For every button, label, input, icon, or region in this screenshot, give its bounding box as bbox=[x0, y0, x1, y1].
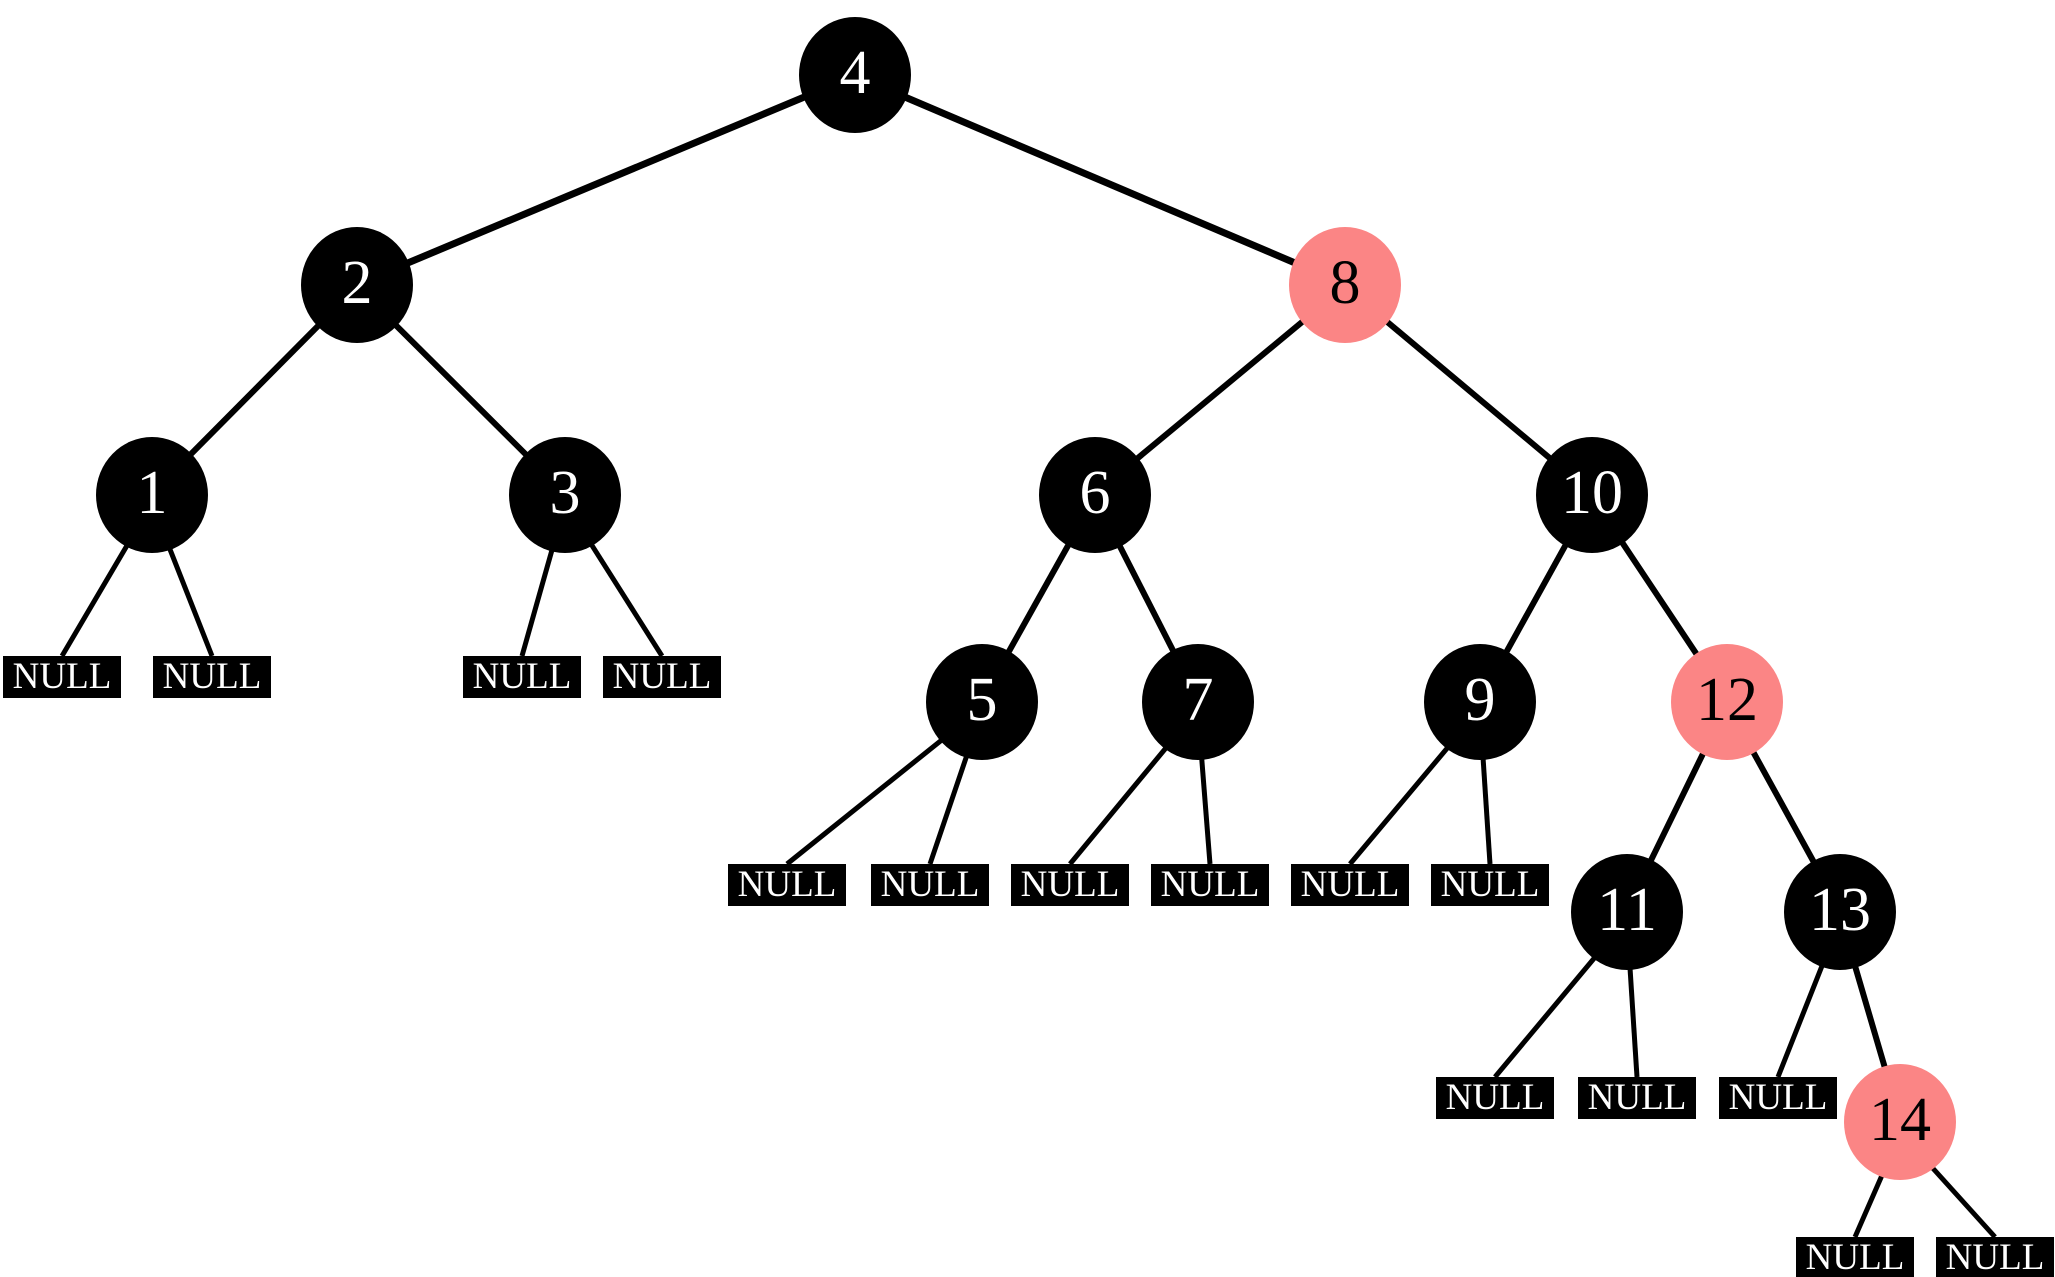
tree-node-label: 11 bbox=[1597, 876, 1657, 944]
tree-node-label: 4 bbox=[839, 39, 871, 107]
tree-node-label: 9 bbox=[1464, 666, 1496, 734]
tree-edge-n3-x3 bbox=[519, 540, 557, 657]
nil-leaf-label: NULL bbox=[1445, 1076, 1545, 1118]
nil-leaf: NULL bbox=[153, 656, 271, 698]
tree-edge-n3-x4 bbox=[584, 535, 665, 658]
tree-node-label: 3 bbox=[549, 459, 581, 527]
nil-leaf: NULL bbox=[1796, 1237, 1914, 1277]
tree-edge-n4-n2 bbox=[397, 90, 815, 270]
tree-node-label: 6 bbox=[1079, 459, 1111, 527]
nil-leaf-label: NULL bbox=[162, 655, 262, 697]
tree-edge-n6-n5 bbox=[1001, 535, 1076, 662]
nil-leaf-label: NULL bbox=[1728, 1076, 1828, 1118]
nil-leaf: NULL bbox=[1719, 1077, 1837, 1119]
tree-edge-n8-n10 bbox=[1378, 313, 1559, 467]
nil-leaf-label: NULL bbox=[1160, 863, 1260, 905]
tree-edge-n4-n8 bbox=[895, 90, 1305, 270]
tree-node-7[interactable]: 7 bbox=[1142, 644, 1254, 760]
nil-leaf-label: NULL bbox=[1587, 1076, 1687, 1118]
tree-node-label: 14 bbox=[1869, 1086, 1931, 1154]
tree-edge-n5-x6 bbox=[927, 746, 972, 865]
tree-edge-n5-x5 bbox=[785, 732, 951, 866]
tree-edge-n1-x2 bbox=[164, 539, 215, 657]
nil-leaf-label: NULL bbox=[1805, 1236, 1905, 1277]
tree-node-2[interactable]: 2 bbox=[301, 227, 413, 343]
nil-leaf-label: NULL bbox=[1020, 863, 1120, 905]
nil-leaf-label: NULL bbox=[737, 863, 837, 905]
tree-node-3[interactable]: 3 bbox=[509, 437, 621, 553]
nil-leaf-label: NULL bbox=[1440, 863, 1540, 905]
tree-node-label: 5 bbox=[966, 666, 998, 734]
tree-edge-n14-x15 bbox=[1924, 1159, 1997, 1239]
tree-node-12[interactable]: 12 bbox=[1671, 644, 1783, 760]
tree-edge-n7-x7 bbox=[1068, 739, 1174, 866]
tree-node-1[interactable]: 1 bbox=[96, 437, 208, 553]
tree-edge-n11-x12 bbox=[1626, 959, 1640, 1078]
tree-node-8[interactable]: 8 bbox=[1289, 227, 1401, 343]
tree-node-label: 13 bbox=[1809, 876, 1871, 944]
nil-leaf: NULL bbox=[728, 864, 846, 906]
tree-edge-n8-n6 bbox=[1128, 313, 1312, 467]
nil-leaf: NULL bbox=[1936, 1237, 2054, 1277]
tree-node-6[interactable]: 6 bbox=[1039, 437, 1151, 553]
tree-node-10[interactable]: 10 bbox=[1536, 437, 1648, 553]
nil-leaf-label: NULL bbox=[612, 655, 712, 697]
tree-node-label: 7 bbox=[1182, 666, 1214, 734]
nil-leaf: NULL bbox=[3, 656, 121, 698]
tree-edge-n6-n7 bbox=[1112, 536, 1181, 661]
nil-leaf-label: NULL bbox=[12, 655, 112, 697]
nil-leaf: NULL bbox=[1431, 864, 1549, 906]
nil-leaf: NULL bbox=[1011, 864, 1129, 906]
nil-leaf: NULL bbox=[1291, 864, 1409, 906]
tree-edge-n7-x8 bbox=[1198, 749, 1213, 865]
nil-leaf-label: NULL bbox=[472, 655, 572, 697]
tree-node-label: 1 bbox=[136, 459, 168, 527]
tree-edge-n11-x11 bbox=[1493, 949, 1603, 1079]
tree-node-5[interactable]: 5 bbox=[926, 644, 1038, 760]
tree-edge-n13-x13 bbox=[1775, 956, 1828, 1078]
tree-edge-n9-x10 bbox=[1480, 749, 1493, 865]
nil-leaf: NULL bbox=[1578, 1077, 1696, 1119]
tree-node-11[interactable]: 11 bbox=[1571, 854, 1683, 970]
tree-node-label: 12 bbox=[1696, 666, 1758, 734]
nil-leaf: NULL bbox=[1436, 1077, 1554, 1119]
nil-leaf: NULL bbox=[603, 656, 721, 698]
nil-leaf-label: NULL bbox=[1300, 863, 1400, 905]
tree-edge-n2-n3 bbox=[387, 316, 535, 464]
tree-edge-n13-n14 bbox=[1849, 956, 1891, 1078]
nil-leaf: NULL bbox=[1151, 864, 1269, 906]
tree-edge-n1-x1 bbox=[59, 536, 134, 658]
tree-node-13[interactable]: 13 bbox=[1784, 854, 1896, 970]
tree-node-4[interactable]: 4 bbox=[799, 17, 911, 133]
nil-leaf: NULL bbox=[463, 656, 581, 698]
tree-node-14[interactable]: 14 bbox=[1844, 1064, 1956, 1180]
nil-leaf-label: NULL bbox=[880, 863, 980, 905]
tree-node-label: 10 bbox=[1561, 459, 1623, 527]
tree-edge-n14-x14 bbox=[1852, 1166, 1888, 1239]
tree-node-label: 8 bbox=[1329, 249, 1361, 317]
nil-leaf-label: NULL bbox=[1945, 1236, 2045, 1277]
tree-edge-n12-n13 bbox=[1746, 742, 1821, 872]
tree-edge-n9-x9 bbox=[1348, 739, 1456, 866]
tree-edge-n2-n1 bbox=[181, 316, 328, 464]
tree-edge-n10-n9 bbox=[1499, 535, 1573, 662]
tree-node-9[interactable]: 9 bbox=[1424, 644, 1536, 760]
tree-node-label: 2 bbox=[341, 249, 373, 317]
tree-edge-n12-n11 bbox=[1644, 743, 1710, 871]
tree-edge-n10-n12 bbox=[1614, 533, 1705, 664]
nil-leaf: NULL bbox=[871, 864, 989, 906]
